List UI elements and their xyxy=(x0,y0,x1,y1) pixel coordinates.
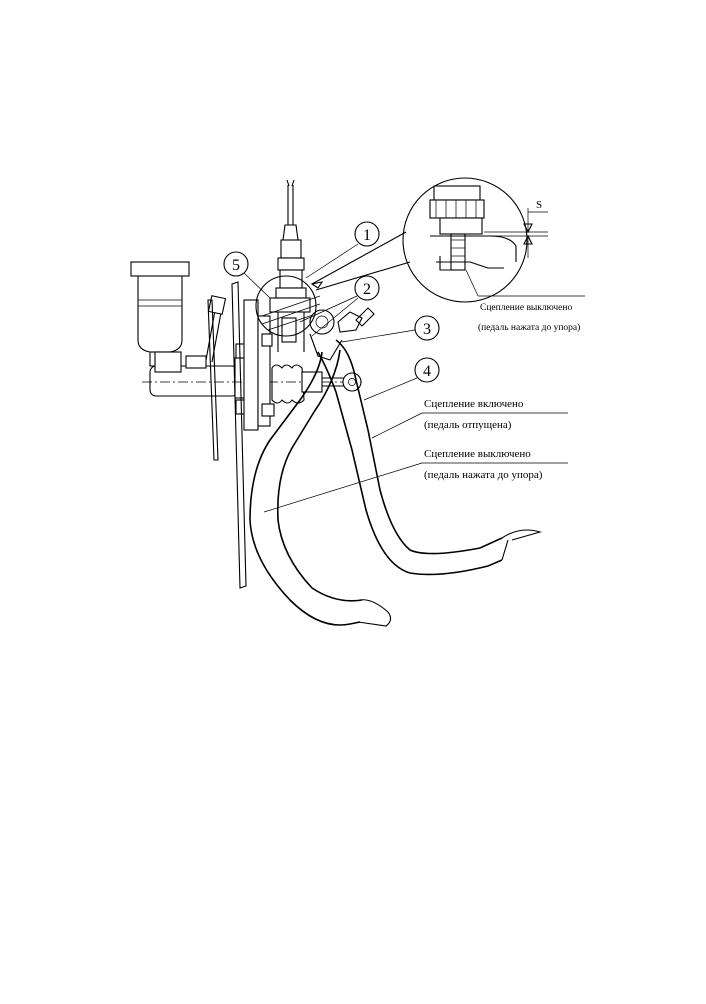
fluid-reservoir xyxy=(130,261,190,367)
firewall-plate xyxy=(207,281,275,589)
callout-3-number: 3 xyxy=(423,321,431,338)
callout-5: 5 xyxy=(223,251,271,299)
pedal-released xyxy=(317,339,542,576)
disengaged-label-line2: (педаль нажата до упора) xyxy=(424,469,543,481)
detail-connector xyxy=(255,231,411,337)
disengaged-label: Сцепление выключено (педаль нажата до уп… xyxy=(263,448,568,513)
callout-1-number: 1 xyxy=(363,227,371,244)
callout-3: 3 xyxy=(341,315,440,343)
detail-note-line2: (педаль нажата до упора) xyxy=(478,322,580,333)
callout-4-number: 4 xyxy=(423,363,431,380)
callout-2-number: 2 xyxy=(363,281,371,298)
engaged-label-line1: Сцепление включено xyxy=(424,398,524,410)
pedal-depressed xyxy=(249,349,392,627)
callout-4: 4 xyxy=(363,357,440,401)
engaged-label: Сцепление включено (педаль отпущена) xyxy=(371,398,568,439)
pedal-switch-assembly xyxy=(261,179,321,352)
disengaged-label-line1: Сцепление выключено xyxy=(424,448,531,460)
dimension-s-label: S xyxy=(536,199,542,211)
engaged-label-line2: (педаль отпущена) xyxy=(424,419,512,431)
callout-5-number: 5 xyxy=(232,257,240,274)
detail-note-line1: Сцепление выключено xyxy=(480,303,572,313)
pedal-pivot xyxy=(309,307,375,361)
callout-1: 1 xyxy=(305,221,380,279)
callout-2: 2 xyxy=(299,275,380,337)
detail-view xyxy=(402,177,585,303)
